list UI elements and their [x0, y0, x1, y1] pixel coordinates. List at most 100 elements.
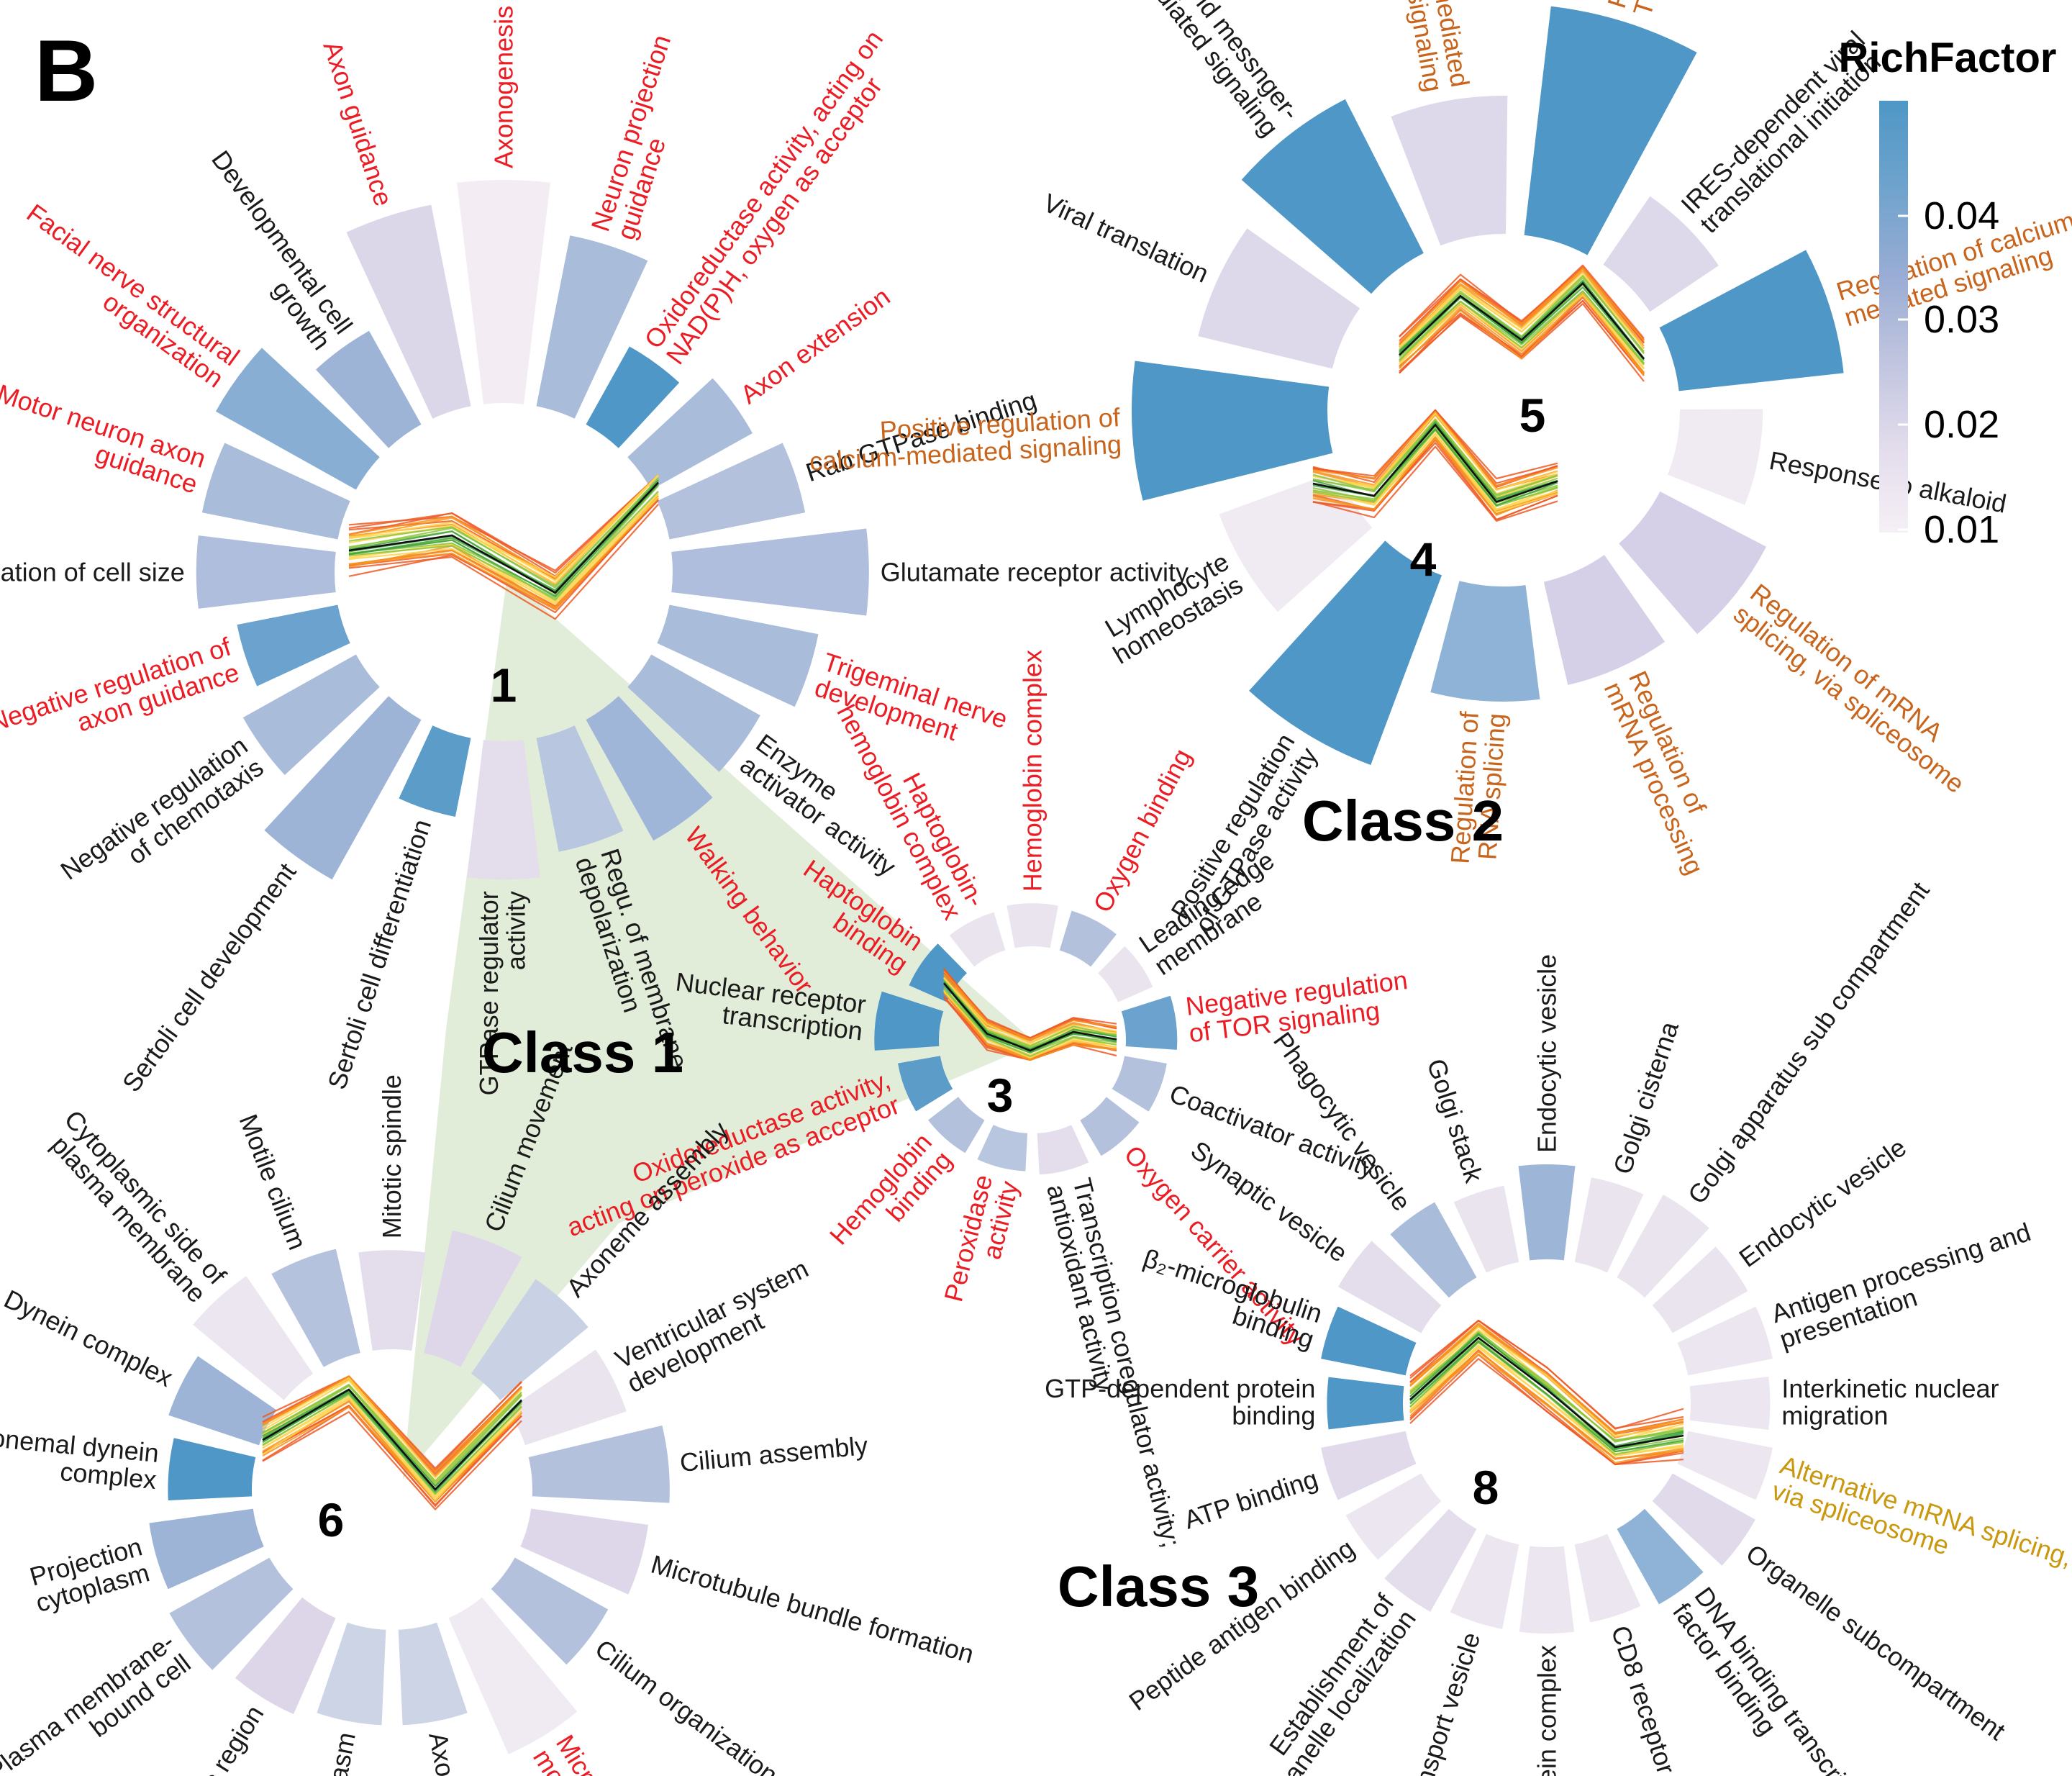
- enrichment-bar: [1345, 1473, 1442, 1560]
- term-label: Endocytic vesicle: [1532, 954, 1561, 1153]
- enrichment-bar: [1617, 1195, 1709, 1298]
- profile-line: [262, 1375, 522, 1473]
- profile-line: [1312, 445, 1558, 522]
- class-label: Class 2: [1302, 789, 1504, 853]
- cluster-number: 4: [1410, 533, 1437, 586]
- enrichment-bar: [1603, 196, 1719, 312]
- term-label: Motor neuron axonguidance: [0, 379, 209, 499]
- enrichment-bar: [399, 725, 471, 817]
- profile-line: [1312, 417, 1558, 498]
- enrichment-bar: [1219, 471, 1373, 612]
- enrichment-bar: [1327, 1377, 1404, 1430]
- profile-mean-line: [1399, 281, 1645, 360]
- enrichment-bar: [358, 1250, 426, 1351]
- term-label: Glutamate receptor activity: [881, 557, 1189, 586]
- term-label: Axonogenesis: [489, 6, 518, 168]
- profile-line: [348, 497, 659, 614]
- enrichment-bar: [201, 443, 350, 540]
- legend-title: RichFactor: [1839, 35, 2057, 81]
- enrichment-bar: [528, 1425, 670, 1503]
- cluster-number: 1: [491, 658, 517, 712]
- expression-profile-chart: [262, 1375, 522, 1510]
- cluster-number: 3: [987, 1069, 1014, 1122]
- term-label: Golgi cisterna: [1607, 1018, 1684, 1178]
- profile-line: [348, 479, 659, 587]
- enrichment-bar: [271, 1249, 360, 1367]
- term-label: Axonemal dyneincomplex: [0, 1421, 160, 1495]
- term-label: Positive regulation ofcalcium-mediated s…: [807, 402, 1123, 476]
- enrichment-bar: [657, 443, 806, 540]
- enrichment-bar: [627, 378, 753, 490]
- expression-profile-chart: [1312, 409, 1558, 522]
- legend-tick-label: 0.03: [1924, 298, 1999, 341]
- term-label: Microtubule bundle formation: [648, 1549, 977, 1669]
- profile-line: [262, 1404, 522, 1507]
- profile-line: [1409, 1328, 1684, 1437]
- term-label: Regulation of mRNAsplicing, via spliceos…: [1728, 578, 1987, 799]
- enrichment-bar: [1652, 1246, 1748, 1333]
- enrichment-bar: [1080, 1097, 1140, 1156]
- enrichment-bar: [898, 1056, 953, 1112]
- term-label: Plasma membrane-bound cell: [0, 1626, 196, 1776]
- term-label: Hemoglobinbinding: [824, 1128, 958, 1269]
- enrichment-bar: [1677, 1431, 1773, 1500]
- enrichment-bar: [586, 346, 680, 448]
- term-label: Neuron projectionguidance: [585, 31, 701, 243]
- term-label: Negative regulation ofaxon guidance: [0, 631, 243, 763]
- enrichment-bar: [1453, 1185, 1519, 1273]
- panel-label: B: [35, 22, 99, 119]
- legend-colorbar: [1879, 101, 1908, 533]
- term-label: Viral translation: [1039, 188, 1213, 289]
- expression-profile-chart: [348, 474, 659, 620]
- enrichment-bar: [235, 1597, 336, 1714]
- term-label: Axon guidance: [317, 37, 399, 209]
- enrichment-bar: [398, 1622, 468, 1726]
- term-label: Sertoli cell development: [117, 857, 302, 1097]
- enrichment-bar: [1519, 1546, 1575, 1634]
- term-label: Trigeminal nervedevelopment: [812, 647, 1012, 760]
- enrichment-bar: [491, 1557, 609, 1665]
- profile-line: [262, 1388, 522, 1487]
- term-label: Hemoglobin complex: [1017, 650, 1047, 892]
- term-label: Second messnger-mediated signaling: [1128, 0, 1306, 142]
- profile-mean-line: [1409, 1336, 1684, 1449]
- profile-line: [1409, 1340, 1684, 1453]
- term-label: Axon extension: [735, 281, 895, 409]
- profile-line: [262, 1400, 522, 1502]
- enrichment-bar: [317, 1622, 386, 1726]
- class-label: Class 3: [1058, 1554, 1259, 1618]
- enrichment-bar: [1543, 555, 1666, 685]
- term-label: Transcription coregulator activity;antio…: [1041, 1175, 1186, 1557]
- enrichment-bar: [1668, 409, 1763, 505]
- legend-tick-label: 0.01: [1924, 508, 1999, 551]
- term-label: Dynein complex: [0, 1284, 178, 1392]
- term-label: Regulation of cell size: [0, 557, 185, 586]
- enrichment-bar: [627, 654, 760, 772]
- enrichment-bar: [1198, 228, 1360, 369]
- enrichment-bar: [448, 1597, 578, 1754]
- profile-line: [348, 474, 659, 581]
- enrichment-bar: [1677, 1306, 1773, 1376]
- enrichment-bar: [1112, 1056, 1167, 1112]
- enrichment-bar: [1574, 1177, 1644, 1273]
- term-label: Transport vesicle: [1397, 1628, 1486, 1776]
- term-label: Antigen processing andpresentation: [1768, 1217, 2043, 1354]
- profile-line: [262, 1379, 522, 1482]
- profile-line: [1409, 1323, 1684, 1434]
- enrichment-bar: [1619, 491, 1766, 635]
- term-label: Microtubule-basedmovement: [527, 1730, 688, 1776]
- term-label: Peroxidaseactivity: [938, 1172, 1024, 1311]
- enrichment-bar: [536, 235, 648, 419]
- enrichment-bar: [346, 204, 471, 419]
- enrichment-bar: [467, 740, 540, 880]
- profile-line: [348, 490, 659, 599]
- enrichment-bar: [536, 725, 624, 852]
- term-label: Regulation ofmRNA processing: [1599, 666, 1735, 879]
- enrichment-bar: [1132, 361, 1333, 501]
- legend-tick-label: 0.02: [1924, 403, 1999, 446]
- enrichment-bar: [1037, 1125, 1089, 1175]
- enrichment-bar: [1098, 946, 1153, 1002]
- profile-line: [262, 1397, 522, 1498]
